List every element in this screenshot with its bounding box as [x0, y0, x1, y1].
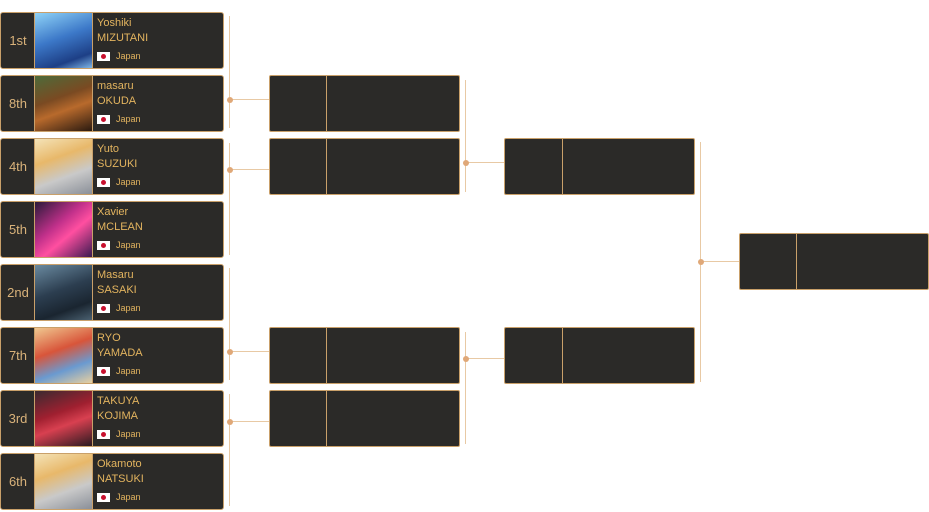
seed-label: 8th [8, 96, 28, 111]
player-last-name: YAMADA [97, 347, 143, 359]
player-country: Japan [97, 429, 141, 439]
player-card[interactable]: 5th Xavier MCLEAN Japan [0, 201, 224, 258]
japan-flag-icon [97, 303, 110, 313]
player-card[interactable]: 7th RYO YAMADA Japan [0, 327, 224, 384]
bracket-connector [229, 99, 269, 100]
player-avatar [34, 391, 93, 446]
player-first-name: Yoshiki [97, 17, 132, 29]
bracket-connector [229, 394, 230, 506]
bracket-connector [229, 268, 230, 380]
player-avatar [34, 13, 93, 68]
seed-label: 7th [8, 348, 28, 363]
player-first-name: TAKUYA [97, 395, 140, 407]
japan-flag-icon [97, 51, 110, 61]
player-card[interactable]: 4th Yuto SUZUKI Japan [0, 138, 224, 195]
seed-label: 5th [8, 222, 28, 237]
bracket-match-slot[interactable] [269, 390, 460, 447]
player-last-name: OKUDA [97, 95, 137, 107]
player-last-name: MCLEAN [97, 221, 143, 233]
bracket-match-slot[interactable] [504, 327, 695, 384]
bracket-node [227, 97, 233, 103]
player-last-name: SUZUKI [97, 158, 138, 170]
bracket-node [698, 259, 704, 265]
player-avatar [34, 139, 93, 194]
player-first-name: Masaru [97, 269, 134, 281]
bracket-connector [229, 351, 269, 352]
bracket-connector [465, 332, 466, 444]
player-avatar [34, 265, 93, 320]
player-country: Japan [97, 240, 141, 250]
bracket-match-slot[interactable] [269, 75, 460, 132]
japan-flag-icon [97, 429, 110, 439]
japan-flag-icon [97, 492, 110, 502]
player-country: Japan [97, 366, 141, 376]
player-country: Japan [97, 303, 141, 313]
japan-flag-icon [97, 114, 110, 124]
player-avatar [34, 76, 93, 131]
player-card[interactable]: 6th Okamoto NATSUKI Japan [0, 453, 224, 510]
player-first-name: Yuto [97, 143, 120, 155]
player-country: Japan [97, 114, 141, 124]
player-card[interactable]: 2nd Masaru SASAKI Japan [0, 264, 224, 321]
seed-label: 4th [8, 159, 28, 174]
bracket-match-slot[interactable] [269, 327, 460, 384]
player-last-name: NATSUKI [97, 473, 144, 485]
player-first-name: Xavier [97, 206, 129, 218]
seed-label: 6th [8, 474, 28, 489]
seed-label: 1st [9, 33, 27, 48]
bracket-node [463, 160, 469, 166]
bracket-connector [229, 169, 269, 170]
bracket-node [227, 349, 233, 355]
bracket-node [227, 167, 233, 173]
bracket-connector [700, 261, 740, 262]
player-country: Japan [97, 492, 141, 502]
player-first-name: RYO [97, 332, 121, 344]
bracket-node [463, 356, 469, 362]
bracket-match-slot[interactable] [269, 138, 460, 195]
player-card[interactable]: 3rd TAKUYA KOJIMA Japan [0, 390, 224, 447]
bracket-connector [229, 143, 230, 255]
player-country: Japan [97, 177, 141, 187]
japan-flag-icon [97, 366, 110, 376]
japan-flag-icon [97, 177, 110, 187]
player-last-name: SASAKI [97, 284, 137, 296]
bracket-connector [465, 162, 505, 163]
player-last-name: MIZUTANI [97, 32, 149, 44]
bracket-connector [229, 16, 230, 128]
bracket-node [227, 419, 233, 425]
bracket-connector [229, 421, 269, 422]
player-card[interactable]: 8th masaru OKUDA Japan [0, 75, 224, 132]
bracket-match-slot[interactable] [504, 138, 695, 195]
player-last-name: KOJIMA [97, 410, 138, 422]
seed-label: 3rd [8, 411, 28, 426]
player-first-name: masaru [97, 80, 134, 92]
player-card[interactable]: 1st Yoshiki MIZUTANI Japan [0, 12, 224, 69]
bracket-final-slot[interactable] [739, 233, 929, 290]
player-first-name: Okamoto [97, 458, 142, 470]
player-country: Japan [97, 51, 141, 61]
player-avatar [34, 454, 93, 509]
player-avatar [34, 202, 93, 257]
seed-label: 2nd [7, 285, 29, 300]
player-avatar [34, 328, 93, 383]
bracket-connector [465, 358, 505, 359]
japan-flag-icon [97, 240, 110, 250]
bracket-connector [465, 80, 466, 192]
